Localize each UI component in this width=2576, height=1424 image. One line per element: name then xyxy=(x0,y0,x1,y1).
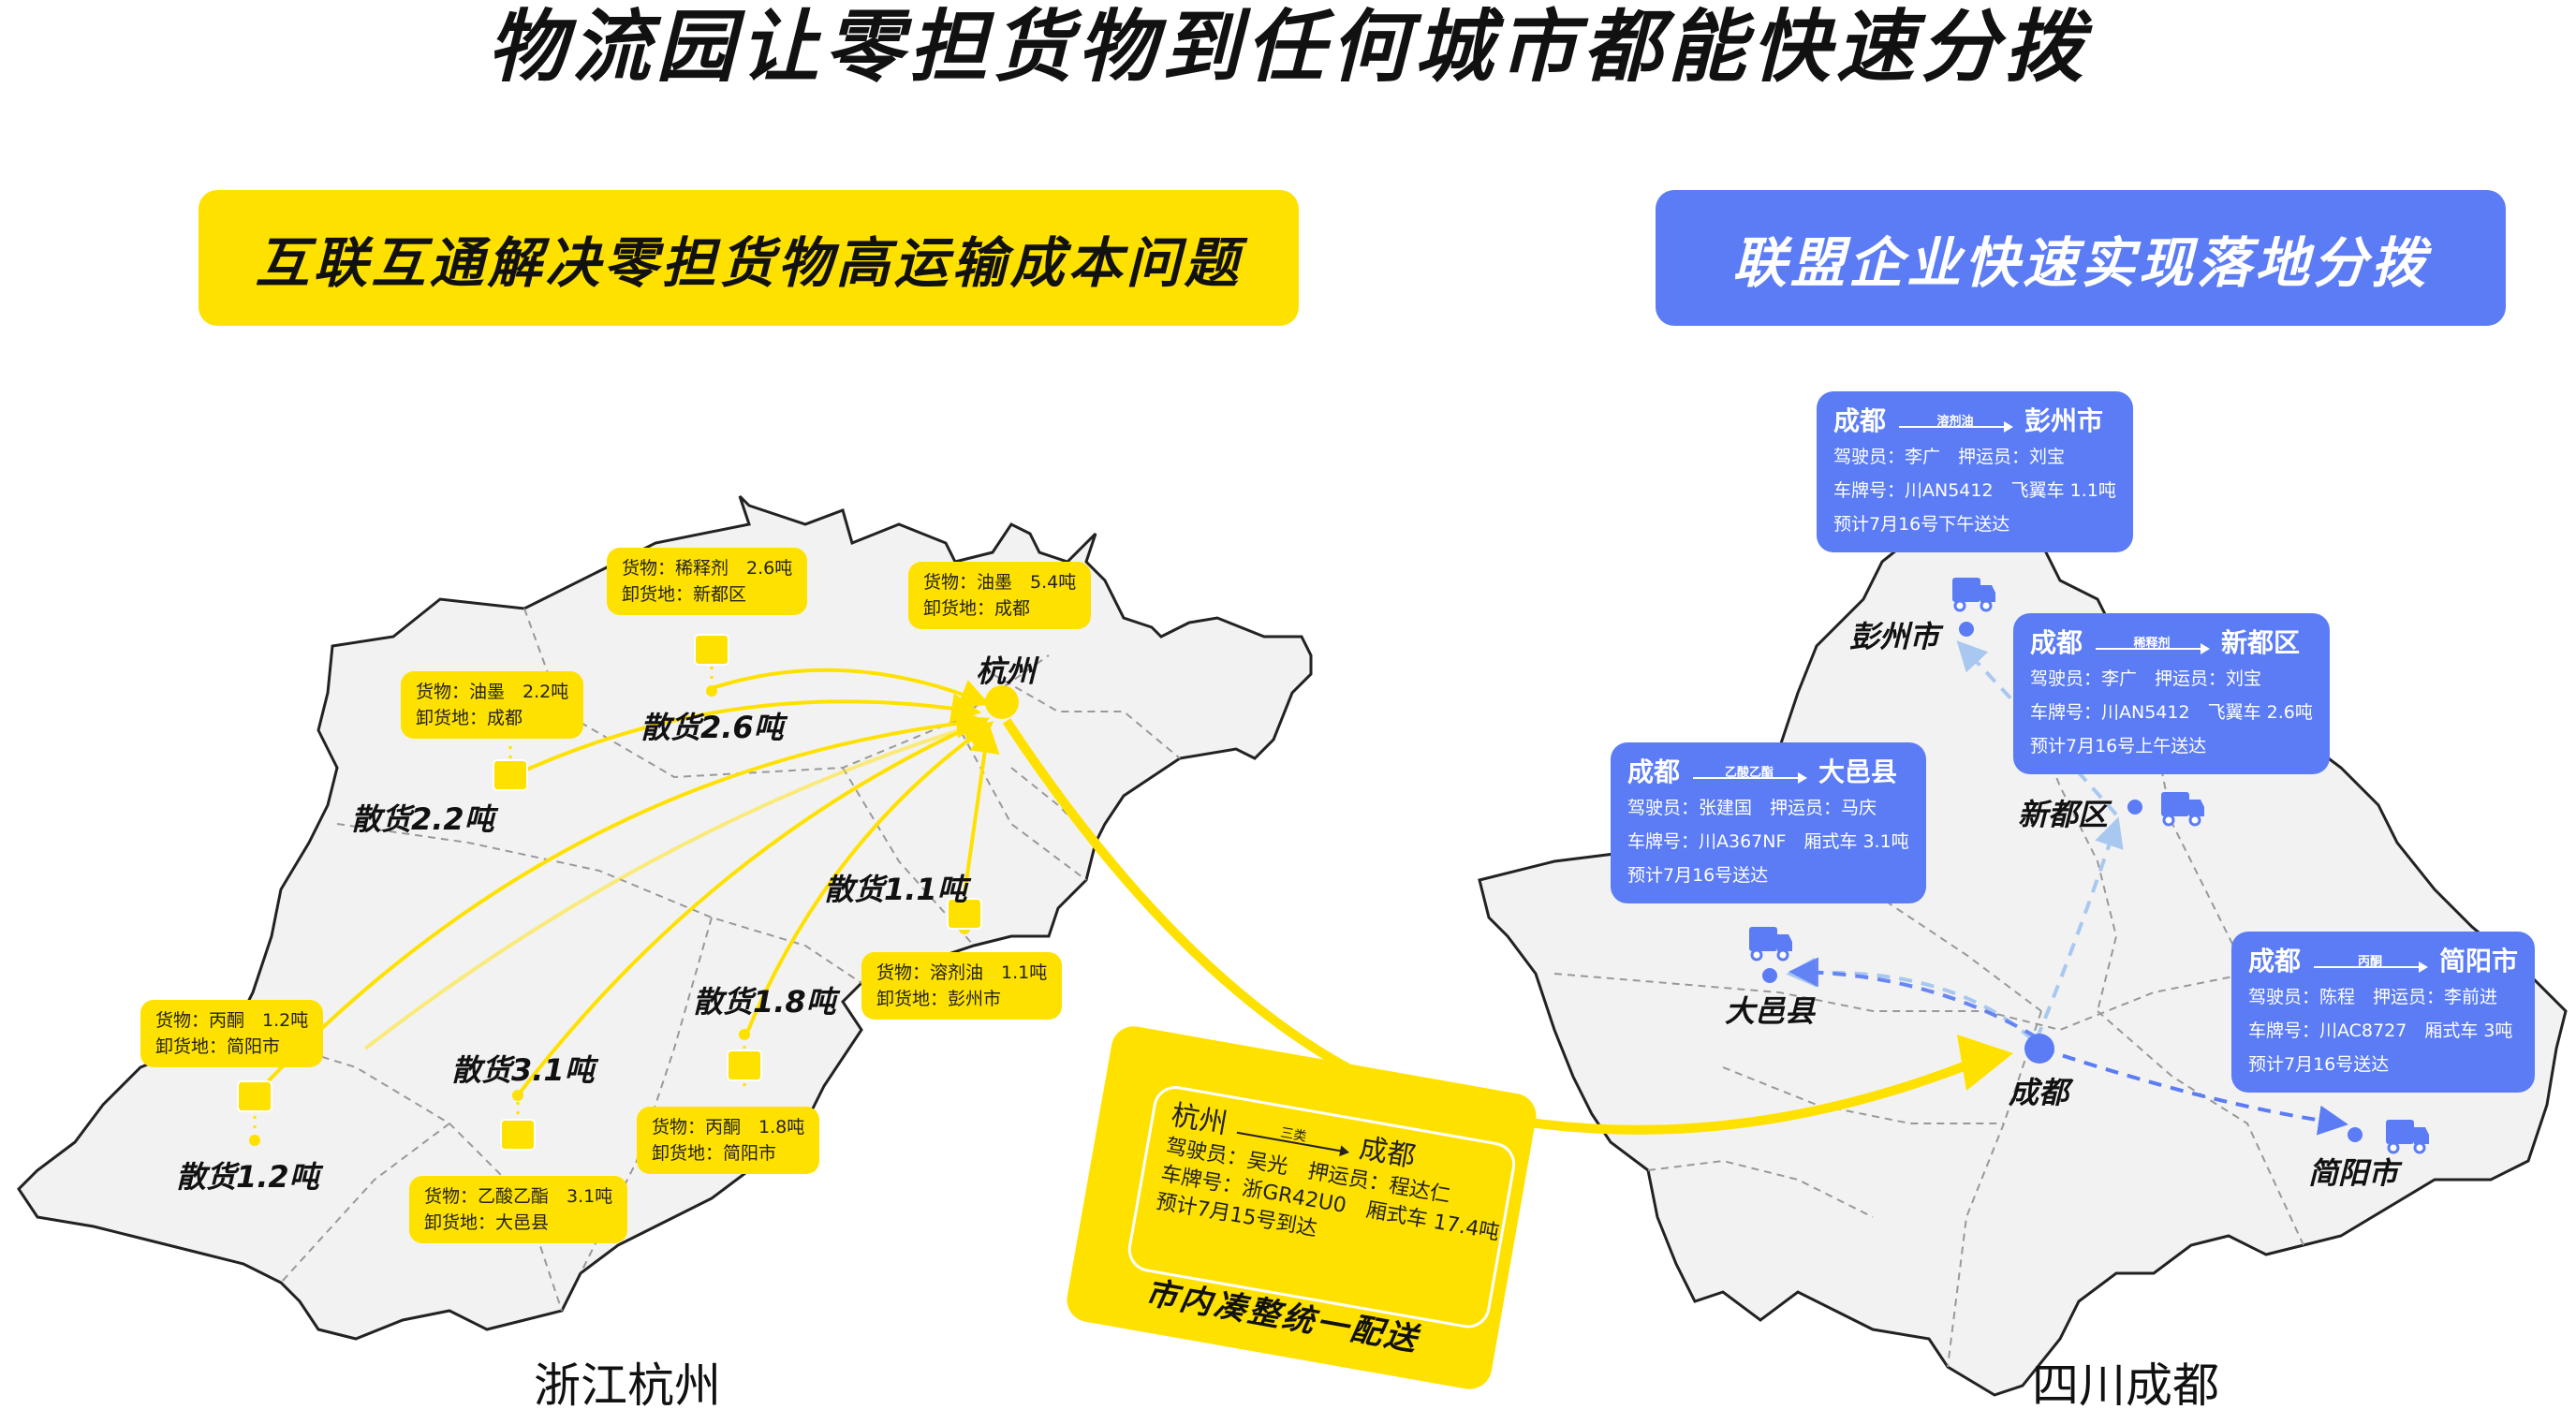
page-title: 物流园让零担货物到任何城市都能快速分拨 xyxy=(487,1,2089,93)
cargo-card: 货物：乙酸乙酯 3.1吨卸货地：大邑县 xyxy=(409,1176,628,1243)
city-label: 大邑县 xyxy=(1725,993,1816,1029)
delivery-card: 成都溶剂油彭州市 驾驶员：李广 押运员：刘宝车牌号：川AN5412 飞翼车 1.… xyxy=(1817,391,2133,552)
loose-cargo-label: 散货3.1吨 xyxy=(451,1052,595,1088)
city-label: 简阳市 xyxy=(2308,1155,2399,1191)
loose-cargo-label: 散货1.2吨 xyxy=(176,1159,319,1195)
delivery-card: 成都稀释剂新都区 驾驶员：李广 押运员：刘宝车牌号：川AN5412 飞翼车 2.… xyxy=(2013,613,2330,774)
cargo-card: 货物：丙酮 1.2吨卸货地：简阳市 xyxy=(140,1000,324,1067)
chengdu-dots xyxy=(1762,622,2363,1142)
cargo-card: 货物：稀释剂 2.6吨卸货地：新都区 xyxy=(607,548,808,615)
loose-cargo-label: 散货1.1吨 xyxy=(824,872,967,907)
region-name-chengdu: 四川成都 xyxy=(2032,1358,2219,1413)
hub-label-chengdu: 成都 xyxy=(2009,1075,2069,1110)
cargo-card: 货物：油墨 5.4吨卸货地：成都 xyxy=(908,562,1092,629)
hub-label-hangzhou: 杭州 xyxy=(976,653,1037,689)
loose-cargo-label: 散货2.2吨 xyxy=(351,801,494,837)
banner-interconnect: 互联互通解决零担货物高运输成本问题 xyxy=(199,190,1299,326)
cargo-card: 货物：丙酮 1.8吨卸货地：简阳市 xyxy=(637,1107,820,1174)
region-name-hangzhou: 浙江杭州 xyxy=(534,1358,721,1413)
route-arrow-icon: 稀释剂 xyxy=(2096,629,2211,657)
loose-cargo-label: 散货2.6吨 xyxy=(640,710,784,745)
route-arrow-icon: 溶剂油 xyxy=(1899,407,2014,435)
cargo-card: 货物：溶剂油 1.1吨卸货地：彭州市 xyxy=(861,952,1063,1020)
route-arrow-icon: 丙酮 xyxy=(2314,947,2429,976)
delivery-card: 成都乙酸乙酯大邑县 驾驶员：张建国 押运员：马庆车牌号：川A367NF 厢式车 … xyxy=(1611,742,1926,903)
loose-cargo-label: 散货1.8吨 xyxy=(693,984,836,1020)
box-icons xyxy=(237,634,982,1151)
banner-alliance: 联盟企业快速实现落地分拨 xyxy=(1656,190,2506,326)
city-label: 彭州市 xyxy=(1849,619,1940,654)
hangzhou-hub-dot xyxy=(985,685,1019,719)
delivery-card: 成都丙酮简阳市 驾驶员：陈程 押运员：李前进车牌号：川AC8727 厢式车 3吨… xyxy=(2231,932,2536,1093)
truck-icons xyxy=(1749,578,2429,1154)
city-label: 新都区 xyxy=(2018,797,2109,832)
cargo-card: 货物：油墨 2.2吨卸货地：成都 xyxy=(401,671,584,739)
route-arrow-icon: 乙酸乙酯 xyxy=(1693,758,1808,786)
